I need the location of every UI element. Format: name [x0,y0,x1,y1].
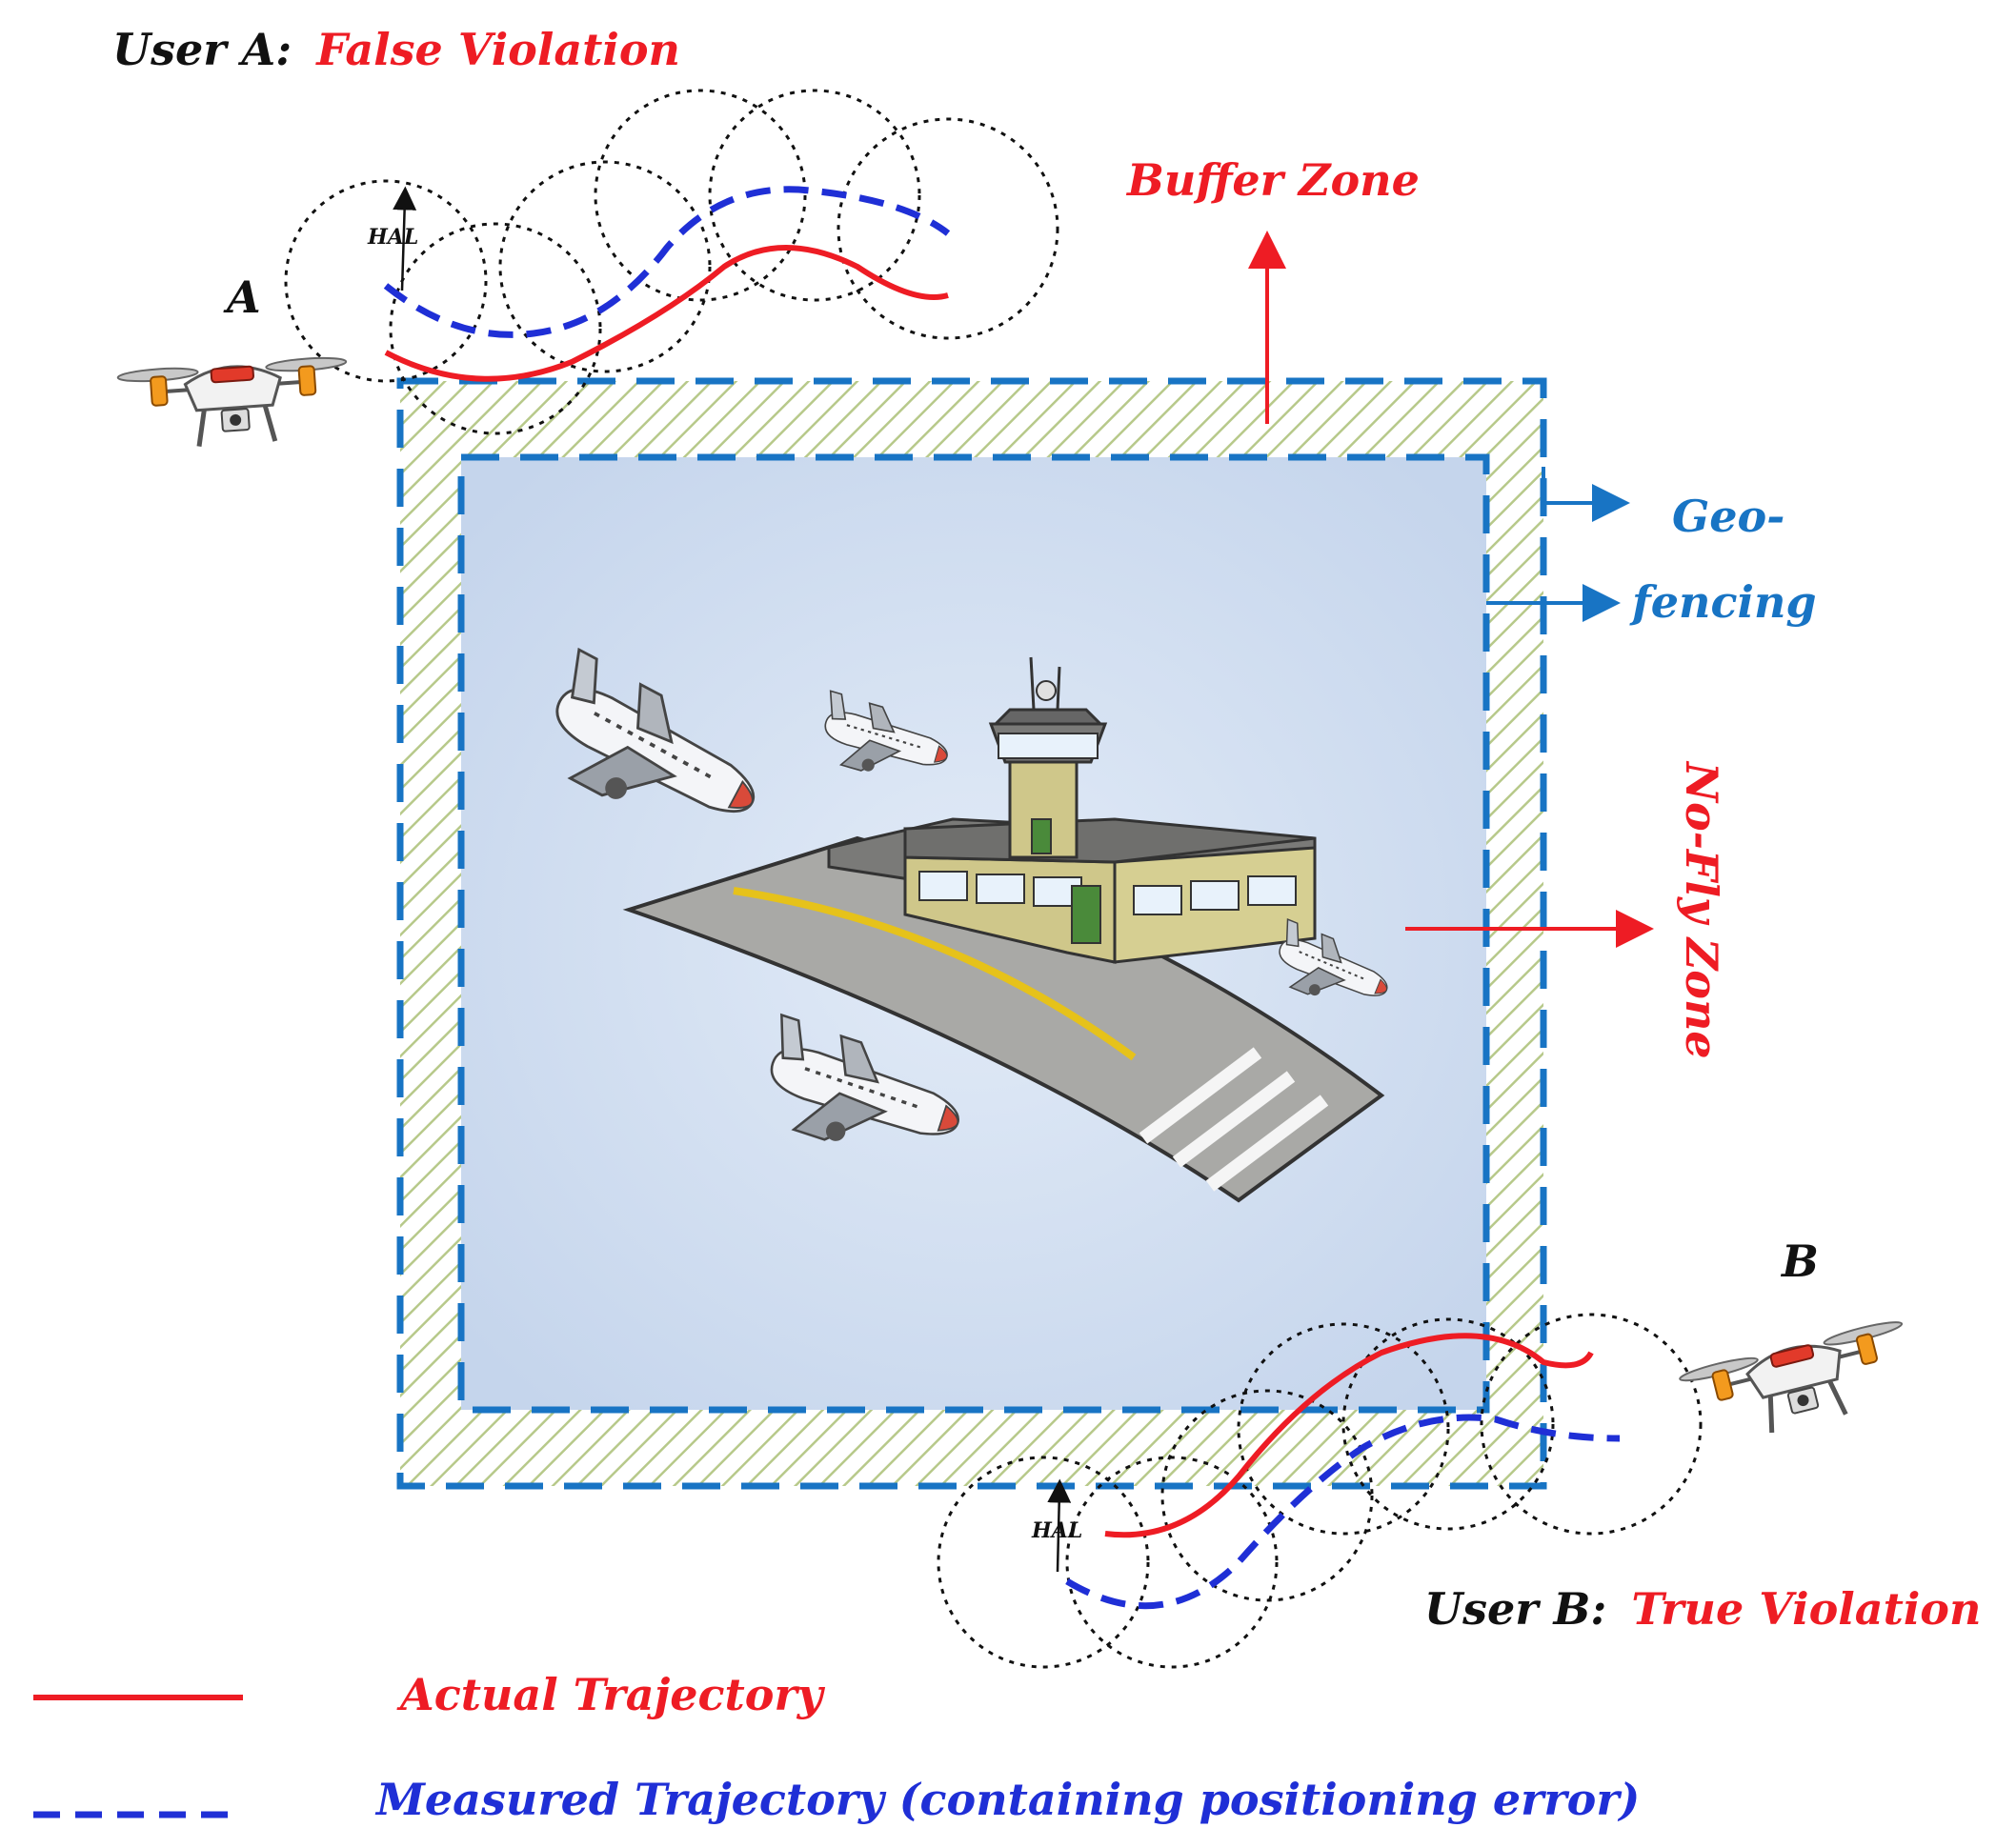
user-a-hal-arrow [393,186,417,291]
buffer-zone-label: Buffer Zone [1125,154,1420,206]
user-b-measured-trajectory [1065,1414,1621,1610]
no-fly-zone-label: No-Fly Zone [1676,760,1727,1059]
user-b-hal-arrow [1047,1478,1072,1573]
user-b-title: User B: True Violation [1424,1583,1981,1635]
user-a-actual-trajectory [384,245,949,382]
user-b-hal-label: HAL [1031,1518,1082,1543]
geofencing-label-line1: Geo- [1672,491,1784,542]
drone-a-icon [117,356,351,452]
user-a-title: User A: False Violation [112,24,680,75]
drone-b-label: B [1780,1235,1819,1287]
geofencing-arrow-outer [1542,467,1630,522]
user-b-error-circles [937,1313,1703,1669]
geofencing-label-line2: fencing [1629,576,1817,628]
legend: Actual Trajectory Measured Trajectory (c… [33,1669,1640,1825]
airport-illustration [521,648,1399,1203]
drone-b-icon [1679,1318,1920,1452]
user-a-hal-label: HAL [367,225,418,250]
legend-measured-label: Measured Trajectory (containing position… [374,1774,1640,1825]
user-a-error-circles [284,89,1059,435]
drone-a-label: A [223,271,261,323]
legend-actual-label: Actual Trajectory [396,1669,826,1720]
user-b-actual-trajectory [1104,1333,1594,1538]
user-a-measured-trajectory [383,186,951,338]
